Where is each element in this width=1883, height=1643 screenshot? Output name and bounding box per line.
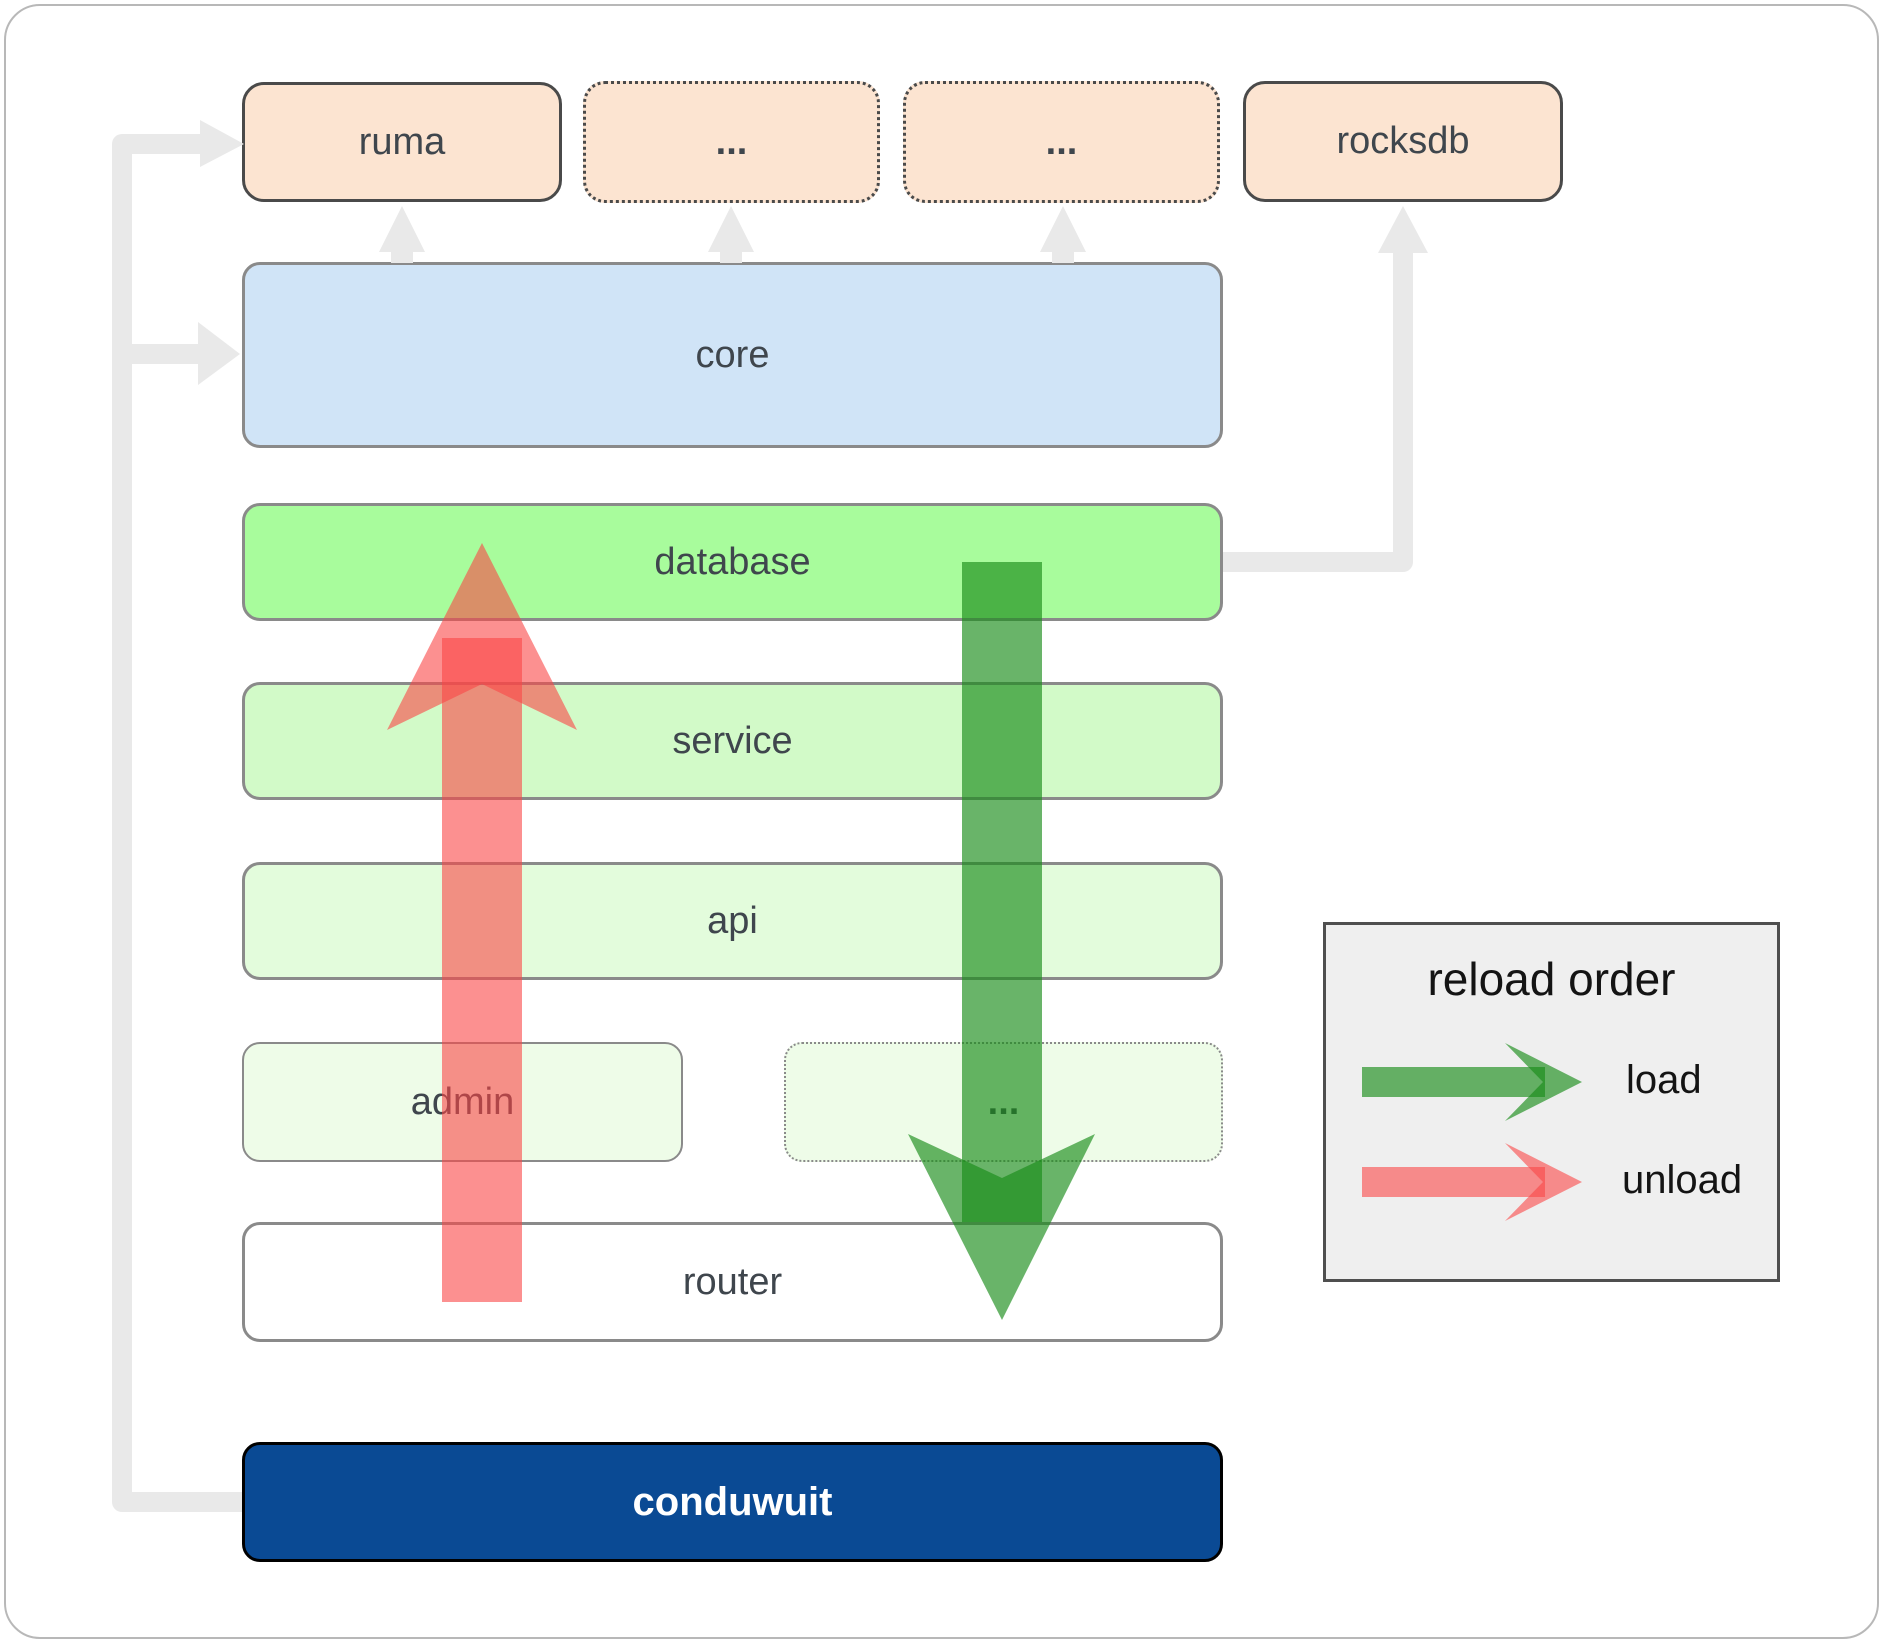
box-ellipsis-1: ... — [583, 81, 880, 203]
box-conduwuit: conduwuit — [242, 1442, 1223, 1562]
box-router-label: router — [682, 1260, 783, 1303]
legend-title: reload order — [1427, 953, 1676, 1005]
box-database-label: database — [654, 540, 811, 583]
outer-frame — [4, 4, 1879, 1639]
box-ellipsis-2-label: ... — [1045, 120, 1078, 163]
box-api: api — [242, 862, 1223, 980]
legend-load-label: load — [1626, 1058, 1702, 1102]
box-service-label: service — [672, 719, 793, 762]
box-admin: admin — [242, 1042, 683, 1162]
box-core-label: core — [695, 333, 770, 376]
box-router: router — [242, 1222, 1223, 1342]
box-service: service — [242, 682, 1223, 800]
box-ellipsis-1-label: ... — [715, 120, 748, 163]
box-api-label: api — [707, 899, 758, 942]
box-ellipsis-3-label: ... — [987, 1080, 1020, 1123]
box-ruma-label: ruma — [358, 120, 446, 163]
box-admin-label: admin — [410, 1080, 515, 1123]
box-ellipsis-2: ... — [903, 81, 1220, 203]
box-core: core — [242, 262, 1223, 448]
box-ellipsis-3: ... — [784, 1042, 1223, 1162]
legend-unload-label: unload — [1622, 1158, 1743, 1202]
box-rocksdb: rocksdb — [1243, 81, 1563, 202]
box-conduwuit-label: conduwuit — [632, 1479, 833, 1524]
box-ruma: ruma — [242, 82, 562, 202]
box-database: database — [242, 503, 1223, 621]
box-rocksdb-label: rocksdb — [1336, 120, 1470, 162]
